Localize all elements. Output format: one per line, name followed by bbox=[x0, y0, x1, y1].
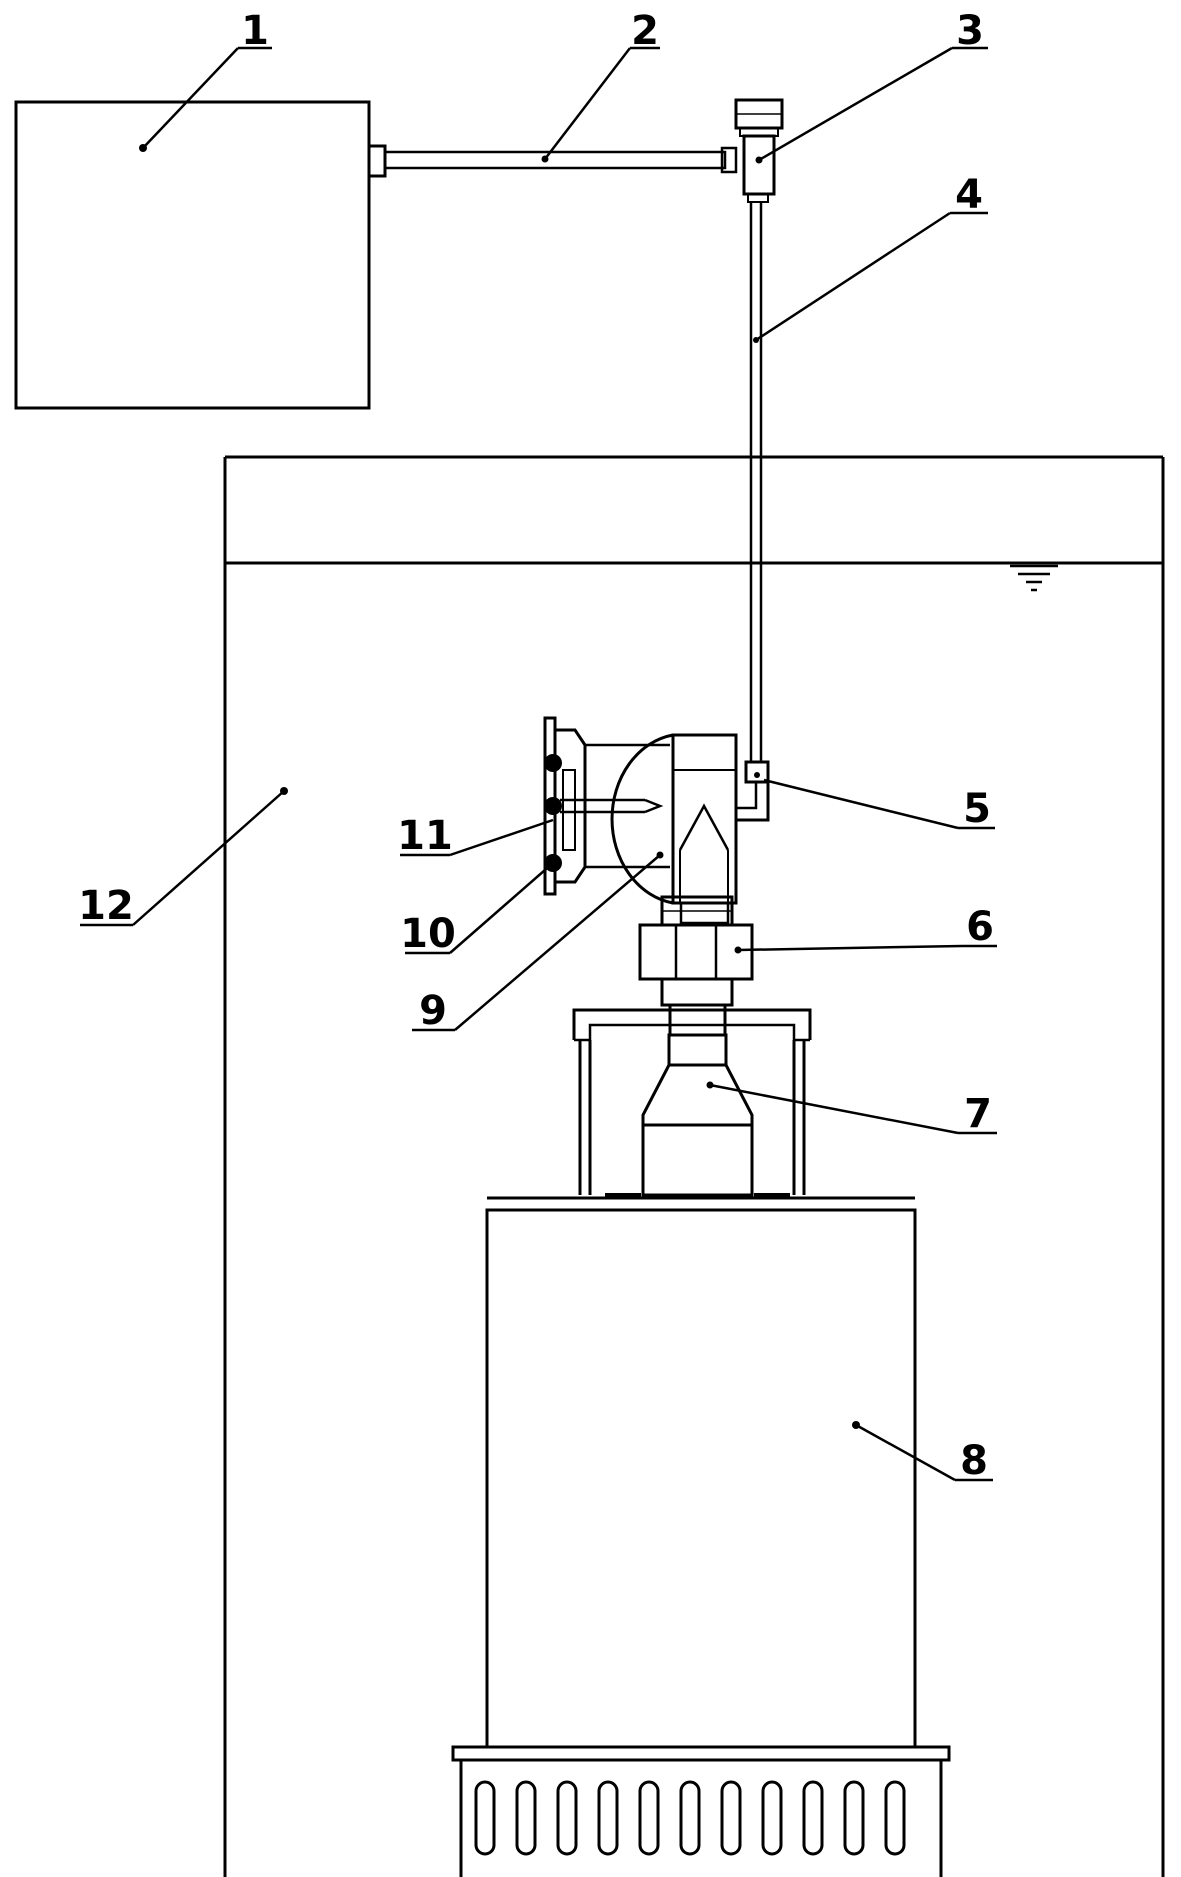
water-level-symbol bbox=[1010, 564, 1058, 592]
component-12-tank bbox=[223, 455, 1165, 1877]
component-2-pipe bbox=[367, 144, 738, 178]
label-4: 4 bbox=[955, 172, 983, 218]
label-9: 9 bbox=[419, 988, 447, 1034]
label-8: 8 bbox=[960, 1438, 988, 1484]
component-6-coupling bbox=[638, 895, 754, 1037]
label-12: 12 bbox=[78, 883, 134, 929]
component-9-nozzle bbox=[610, 733, 738, 925]
labels: 1 2 3 4 5 6 7 8 9 10 11 12 bbox=[78, 8, 994, 1484]
label-1: 1 bbox=[241, 8, 269, 54]
label-2: 2 bbox=[631, 8, 659, 54]
label-10: 10 bbox=[400, 911, 456, 957]
component-7-outlet bbox=[572, 1008, 812, 1199]
component-8-pump-body bbox=[485, 1196, 917, 1749]
label-7: 7 bbox=[964, 1091, 992, 1137]
pump-base bbox=[451, 1745, 951, 1877]
component-1-box bbox=[14, 100, 371, 410]
component-4-tube bbox=[749, 202, 763, 762]
label-11: 11 bbox=[397, 813, 453, 859]
label-3: 3 bbox=[956, 8, 984, 54]
leader-lines bbox=[80, 46, 997, 1482]
component-10-flange bbox=[543, 716, 587, 896]
label-5: 5 bbox=[963, 786, 991, 832]
label-6: 6 bbox=[966, 904, 994, 950]
component-5-elbow bbox=[736, 760, 770, 822]
